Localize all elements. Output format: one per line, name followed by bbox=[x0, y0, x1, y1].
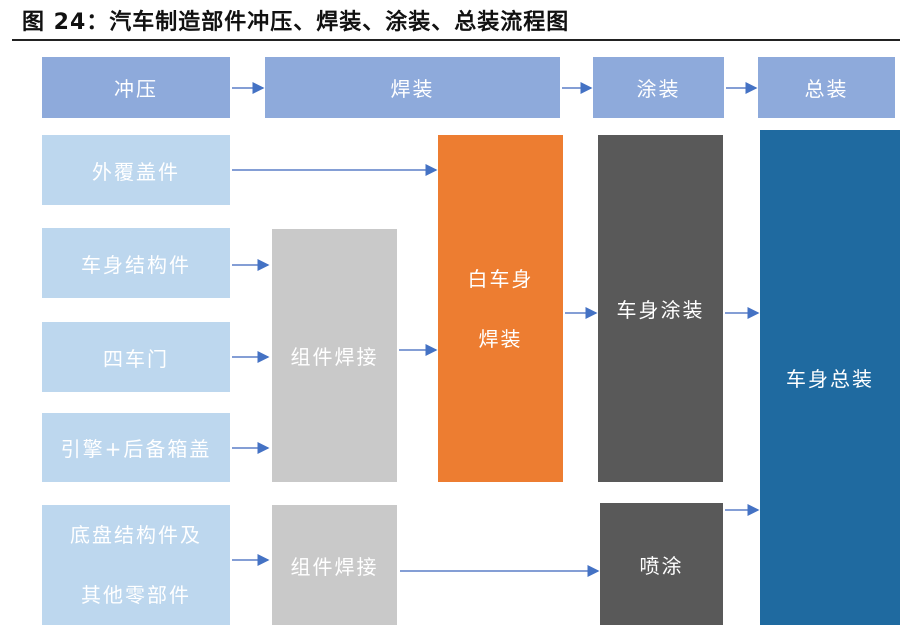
chassis-line2: 其他零部件 bbox=[81, 583, 191, 607]
stage-welding: 焊装 bbox=[265, 57, 560, 118]
body-in-white-welding: 白车身 焊装 bbox=[438, 135, 563, 482]
figure-title: 图 24：汽车制造部件冲压、焊装、涂装、总装流程图 bbox=[22, 10, 570, 35]
body-painting: 车身涂装 bbox=[598, 135, 723, 482]
stage-painting: 涂装 bbox=[593, 57, 724, 118]
biw-line1: 白车身 bbox=[467, 266, 534, 291]
title-rule bbox=[12, 39, 900, 41]
stage-stamping: 冲压 bbox=[42, 57, 230, 118]
stage-assembly: 总装 bbox=[758, 57, 895, 118]
component-welding-2: 组件焊接 bbox=[272, 505, 397, 625]
part-body-structure: 车身结构件 bbox=[42, 228, 230, 298]
part-outer-panels: 外覆盖件 bbox=[42, 135, 230, 205]
final-assembly: 车身总装 bbox=[760, 130, 900, 625]
part-chassis: 底盘结构件及 其他零部件 bbox=[42, 505, 230, 625]
spray-painting: 喷涂 bbox=[600, 503, 723, 625]
part-doors: 四车门 bbox=[42, 322, 230, 392]
component-welding-1: 组件焊接 bbox=[272, 229, 397, 482]
biw-line2: 焊装 bbox=[478, 326, 523, 351]
chassis-line1: 底盘结构件及 bbox=[70, 523, 202, 547]
part-hood-trunk: 引擎+后备箱盖 bbox=[42, 413, 230, 482]
